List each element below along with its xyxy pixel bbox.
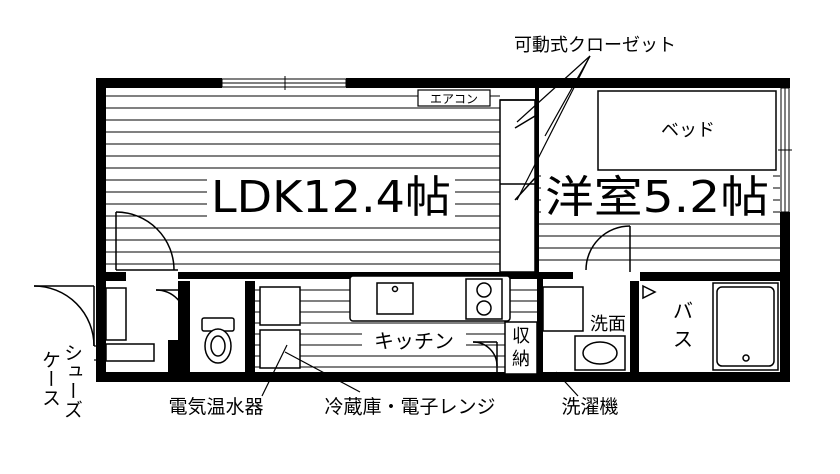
ldk-door (115, 211, 178, 271)
shoe-case-bracket (94, 345, 106, 361)
aircon-label: エアコン (430, 92, 478, 106)
ldk-floor-hatching (106, 95, 500, 265)
entrance (33, 285, 187, 362)
toilet (201, 317, 235, 364)
fridge-unit (259, 329, 301, 369)
bath-door-marker (642, 284, 657, 300)
bathtub (712, 282, 779, 371)
top-window (221, 76, 347, 90)
kitchen-counter (349, 275, 511, 322)
closet-callout-lines (516, 55, 591, 201)
shoe-case-label-2: ケース (39, 350, 61, 407)
ldk-label: LDK12.4帖 (211, 172, 451, 223)
kitchen-label-mask (362, 330, 466, 352)
bed-label: ベッド (661, 120, 715, 141)
water-heater-label: 電気温水器 (168, 396, 263, 418)
ldk-label-mask (207, 170, 455, 218)
bed (597, 90, 777, 171)
fridge-label: 冷蔵庫・電子レンジ (324, 396, 495, 418)
bath-label-2: ス (673, 327, 693, 351)
bedroom-door (585, 225, 631, 272)
washroom-fixtures (542, 286, 626, 371)
bedroom-label-mask (541, 170, 773, 218)
closet-label: 可動式クローゼット (514, 35, 676, 56)
washer-label: 洗濯機 (561, 396, 618, 418)
shoe-case-label-1: シューズ (61, 343, 83, 419)
kitchen-storage (472, 321, 538, 375)
outer-walls (96, 78, 790, 382)
kitchen-label: キッチン (374, 329, 454, 353)
bedroom-label: 洋室5.2帖 (545, 172, 769, 223)
bath-label-1: バ (673, 299, 693, 323)
washroom-label: 洗面 (590, 314, 626, 335)
right-window (778, 87, 792, 213)
storage-label-2: 納 (512, 349, 530, 370)
movable-closet (499, 99, 536, 273)
storage-label-1: 収 (512, 326, 530, 347)
bottom-callout-lines (261, 344, 579, 397)
aircon-box (417, 89, 491, 107)
water-heater-unit (259, 286, 301, 326)
